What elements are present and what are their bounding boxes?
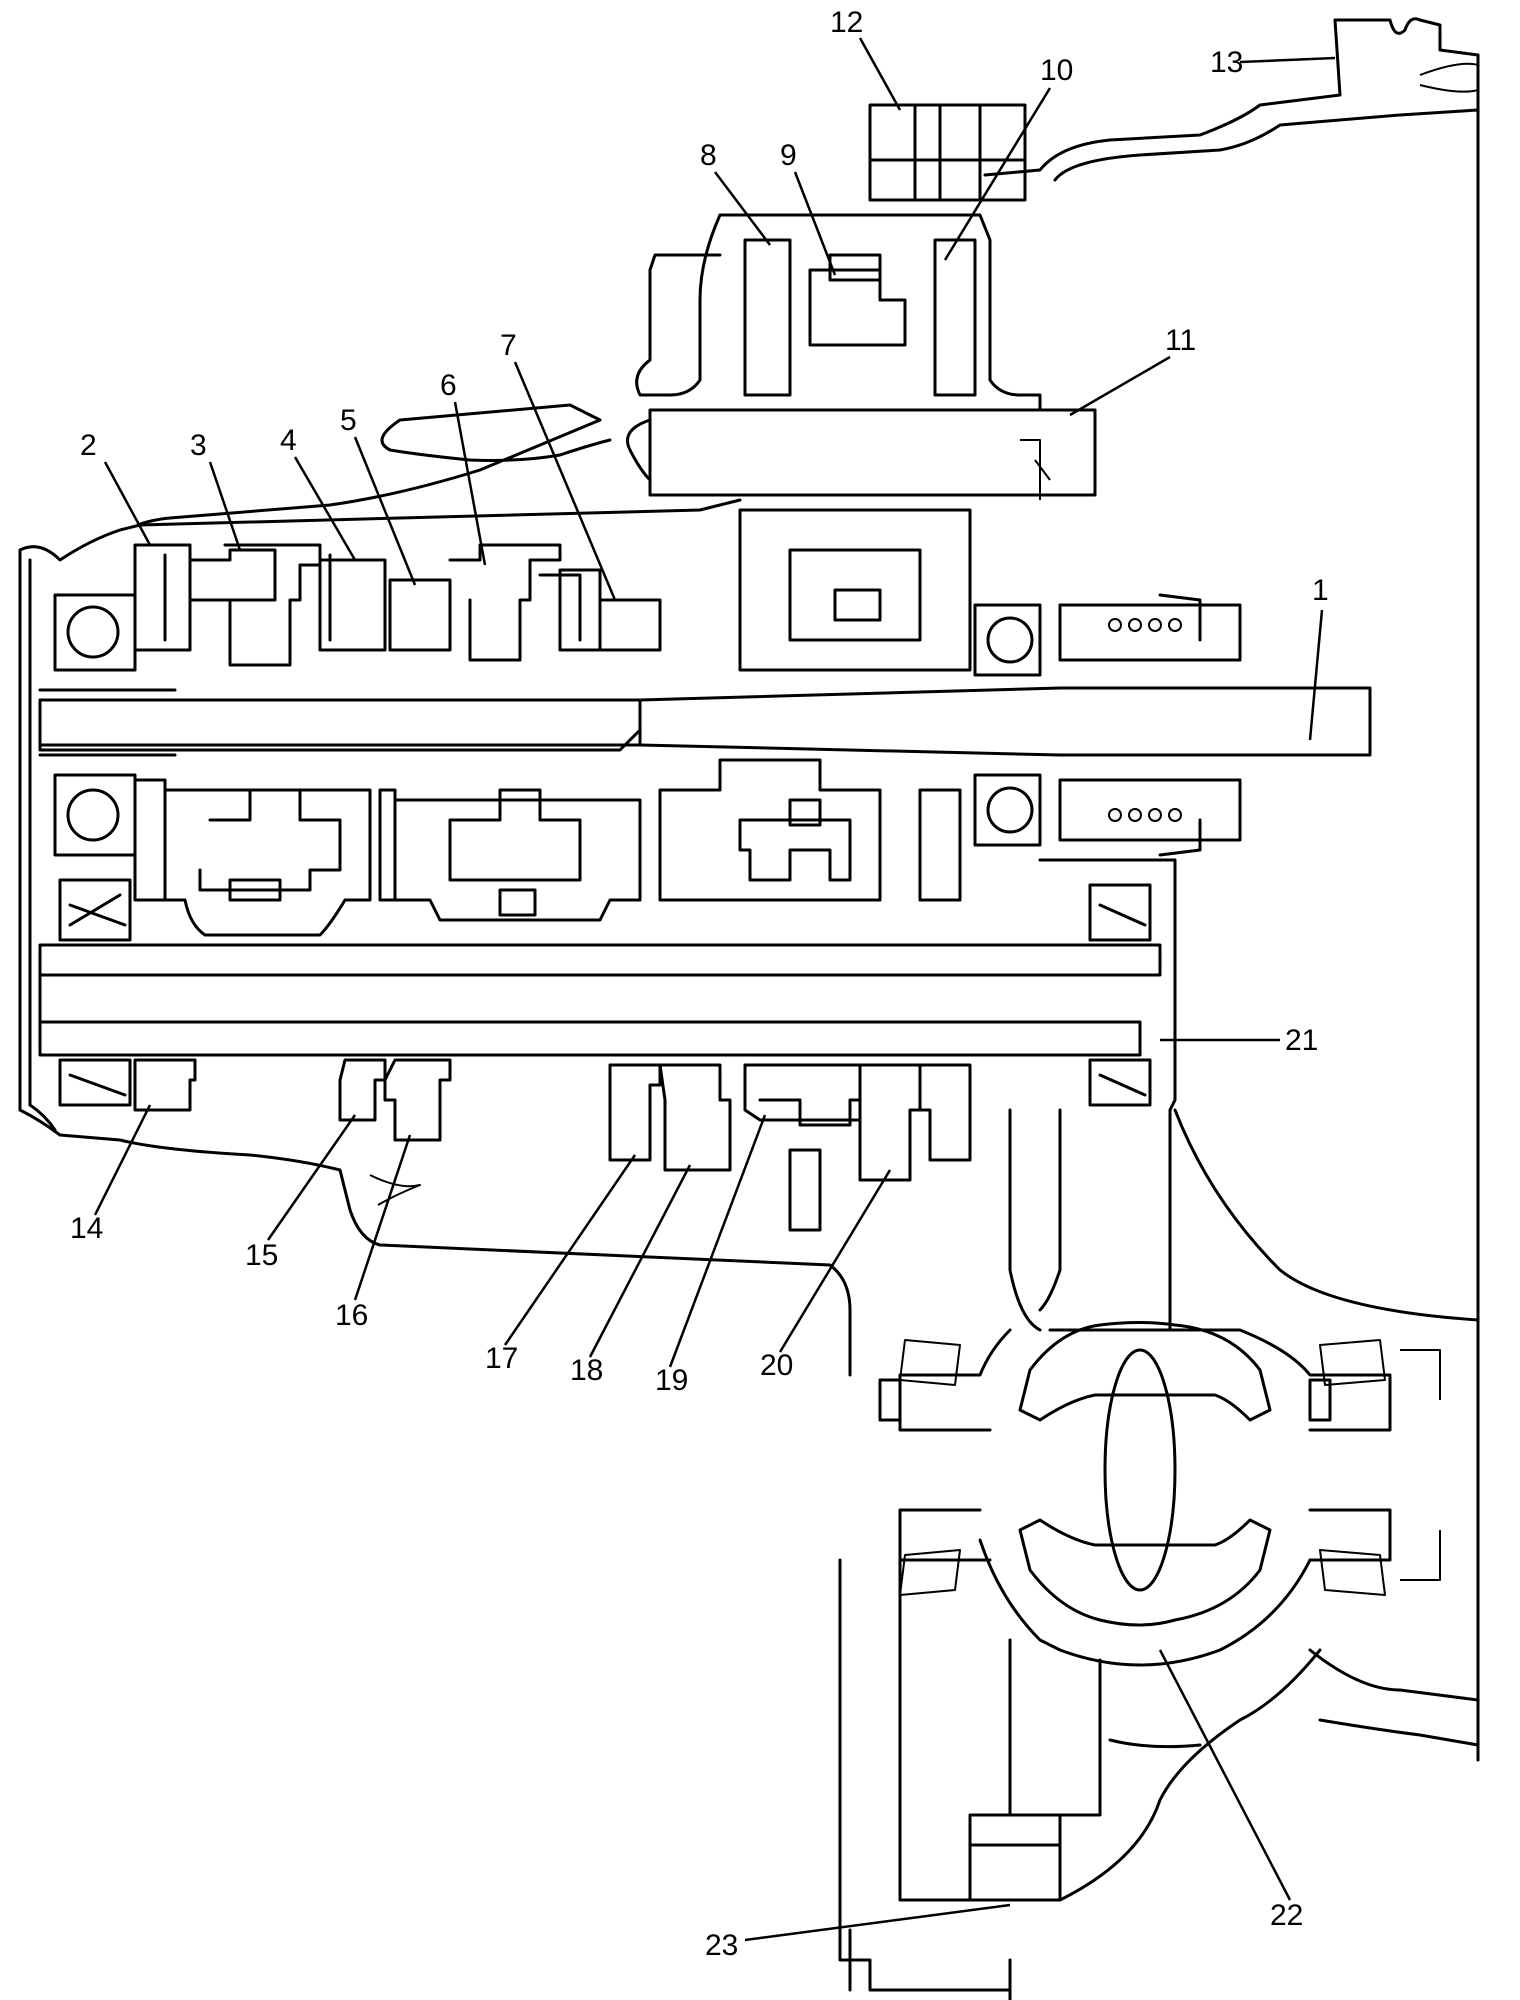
label-part-5: 5 xyxy=(340,404,357,437)
label-part-16: 16 xyxy=(335,1299,368,1332)
case-right-wall xyxy=(1038,858,1480,1332)
label-part-2: 2 xyxy=(80,429,97,462)
transmission-case-outline xyxy=(18,403,852,1377)
differential-assembly xyxy=(878,1108,1441,1667)
label-part-13: 13 xyxy=(1210,46,1243,79)
clutch-housing-flange xyxy=(983,17,1480,182)
input-shaft-bearings xyxy=(53,593,1042,857)
label-part-15: 15 xyxy=(245,1239,278,1272)
label-part-6: 6 xyxy=(440,369,457,402)
label-part-1: 1 xyxy=(1312,574,1329,607)
label-part-22: 22 xyxy=(1270,1899,1303,1932)
output-shaft-gears xyxy=(133,1058,972,1232)
label-part-21: 21 xyxy=(1285,1024,1318,1057)
upper-boss xyxy=(868,103,1027,202)
part-labels: 1 2 3 4 5 6 7 8 9 10 11 12 13 14 15 16 1… xyxy=(70,6,1329,1962)
label-part-4: 4 xyxy=(280,424,297,457)
leader-lines xyxy=(93,37,1336,1942)
label-part-7: 7 xyxy=(500,329,517,362)
label-part-19: 19 xyxy=(655,1364,688,1397)
label-part-17: 17 xyxy=(485,1342,518,1375)
label-part-11: 11 xyxy=(1165,324,1196,357)
label-part-9: 9 xyxy=(780,139,797,172)
label-part-3: 3 xyxy=(190,429,207,462)
input-shaft xyxy=(38,686,1372,757)
upper-gear-cluster xyxy=(626,213,1097,672)
label-part-12: 12 xyxy=(830,6,863,39)
countershaft-gears-lower xyxy=(133,758,962,937)
output-shaft-bearings xyxy=(58,878,1152,1107)
label-part-10: 10 xyxy=(1040,54,1073,87)
final-drive-housing xyxy=(838,1558,1480,2000)
label-part-8: 8 xyxy=(700,139,717,172)
shift-mechanism xyxy=(1058,593,1242,857)
output-shaft xyxy=(38,943,1162,1057)
input-shaft-gears xyxy=(133,543,662,667)
label-part-23: 23 xyxy=(705,1929,738,1962)
label-part-14: 14 xyxy=(70,1212,103,1245)
label-part-18: 18 xyxy=(570,1354,603,1387)
label-part-20: 20 xyxy=(760,1349,793,1382)
